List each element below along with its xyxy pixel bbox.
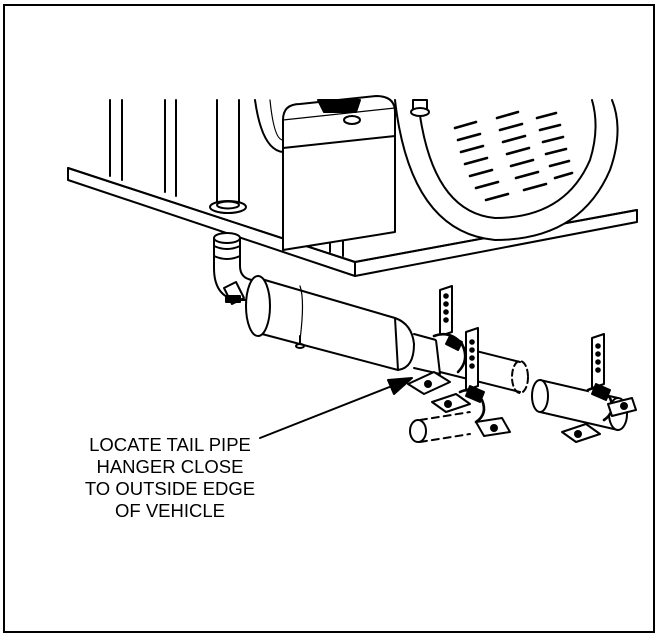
exhaust-elbow (213, 232, 253, 305)
generator-housing (254, 99, 619, 241)
callout-line-3: TO OUTSIDE EDGE (84, 478, 256, 499)
tail-pipe (409, 341, 529, 443)
callout-line-1: LOCATE TAIL PIPE (89, 434, 251, 455)
hanger-bracket-1 (407, 285, 467, 395)
callout-leader-arrow (259, 377, 413, 439)
tail-pipe-extension (531, 379, 628, 431)
callout-line-2: HANGER CLOSE (96, 456, 244, 477)
vertical-pipe (209, 99, 247, 214)
hanger-bracket-3 (561, 333, 637, 443)
engine-mount-block (282, 95, 396, 251)
muffler (245, 275, 441, 375)
callout-line-4: OF VEHICLE (115, 500, 225, 521)
hanger-bracket-2 (431, 327, 511, 437)
